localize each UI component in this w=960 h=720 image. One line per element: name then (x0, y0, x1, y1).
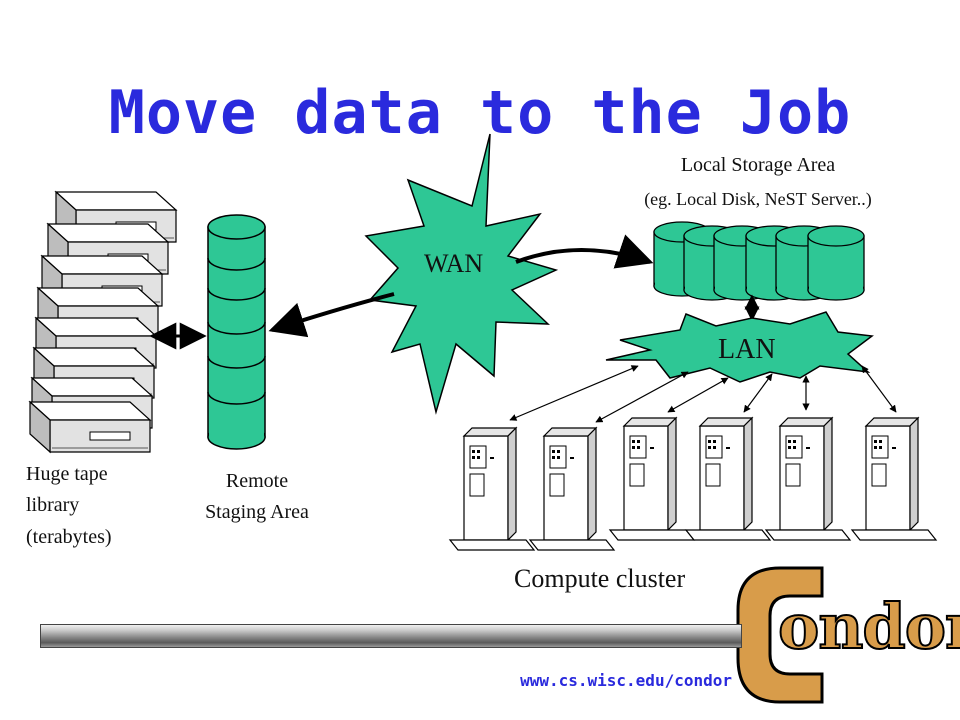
remote-label-line2: Staging Area (205, 501, 309, 523)
tape-label-line2: library (26, 494, 80, 516)
compute-cluster (449, 417, 937, 551)
lan-server-arrow (667, 377, 729, 413)
server-icon (765, 417, 851, 541)
lan-server-arrow (743, 373, 773, 413)
footer-bar (40, 624, 742, 648)
lan-server-arrow (861, 365, 897, 413)
lan-server-arrow (595, 371, 689, 423)
remote-staging-cylinder (207, 214, 266, 450)
condor-logo-text: ondor (777, 590, 960, 663)
server-icon (609, 417, 695, 541)
disk-icon (807, 225, 865, 301)
tape-library (29, 191, 177, 453)
condor-logo-rest: ondor (777, 590, 960, 663)
remote-label-line1: Remote (225, 470, 289, 492)
tape-label-line3: (terabytes) (26, 526, 112, 548)
local-storage-disks (653, 221, 865, 301)
wan-label: WAN (424, 249, 484, 278)
server-icon (851, 417, 937, 541)
tape-unit (29, 401, 151, 453)
local-storage-title: Local Storage Area (680, 154, 836, 176)
server-icon (685, 417, 771, 541)
compute-cluster-label: Compute cluster (514, 564, 686, 593)
footer-url[interactable]: www.cs.wisc.edu/condor (520, 671, 732, 690)
wan-to-local-arrow (515, 234, 654, 269)
tape-label-line1: Huge tape (26, 463, 108, 485)
local-storage-subtitle: (eg. Local Disk, NeST Server..) (644, 189, 872, 209)
server-icon (449, 427, 535, 551)
lan-label: LAN (718, 334, 776, 365)
server-icon (529, 427, 615, 551)
condor-logo-c (736, 566, 824, 704)
wan-to-staging-arrow (268, 292, 395, 338)
page-title: Move data to the Job (108, 78, 852, 148)
lan-server-arrow (509, 365, 639, 421)
